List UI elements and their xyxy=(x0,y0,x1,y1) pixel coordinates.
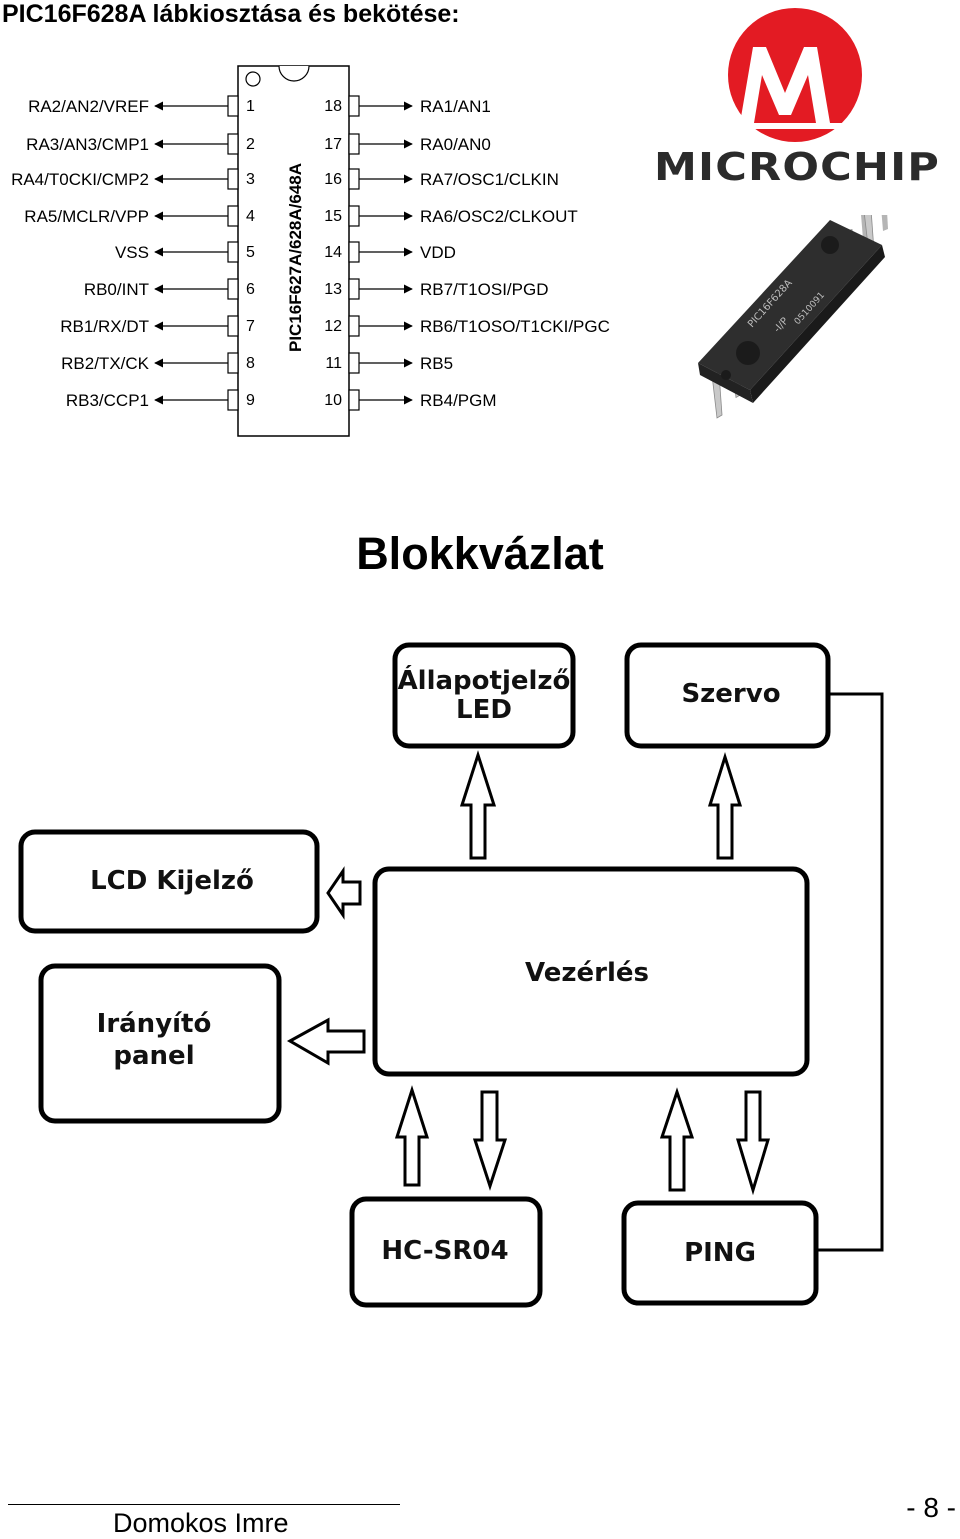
left-pin-number: 2 xyxy=(246,136,255,153)
servo-label: Szervo xyxy=(681,679,780,709)
chip-leg-back xyxy=(881,215,888,231)
control-label: Vezérlés xyxy=(525,958,649,988)
arrow-up-ping-left xyxy=(659,1087,695,1192)
block-diagram: Állapotjelző LED Szervo LCD Kijelző Vezé… xyxy=(18,642,884,1308)
left-pin: RB3/CCP1 9 xyxy=(66,389,255,411)
left-pin-label: RA4/T0CKI/CMP2 xyxy=(11,170,149,189)
left-pin-number: 3 xyxy=(246,171,255,188)
right-pin: RA7/OSC1/CLKIN 16 xyxy=(324,168,559,190)
right-pin-label: RA1/AN1 xyxy=(420,97,491,116)
microchip-logo: MICROCHIP xyxy=(654,8,940,189)
right-pin-number: 10 xyxy=(324,392,342,409)
left-pin-number: 6 xyxy=(246,281,255,298)
ping-label: PING xyxy=(684,1238,756,1268)
right-pin-label: VDD xyxy=(420,243,456,262)
left-pin: RA4/T0CKI/CMP2 3 xyxy=(11,168,255,190)
right-pin-label: RA6/OSC2/CLKOUT xyxy=(420,207,578,226)
logo-wordmark: MICROCHIP xyxy=(654,145,940,189)
right-pin-number: 12 xyxy=(324,318,342,335)
chip-label: PIC16F627A/628A/648A xyxy=(286,163,305,352)
left-pin: RA3/AN3/CMP1 2 xyxy=(26,133,255,155)
arrow-up-hcsr04-left xyxy=(394,1085,430,1187)
left-pin-number: 7 xyxy=(246,318,255,335)
status-led-box xyxy=(392,642,576,749)
page-number: - 8 - xyxy=(906,1492,956,1523)
left-pin: RA2/AN2/VREF 1 xyxy=(28,95,255,117)
status-led-label-1: Állapotjelző xyxy=(398,664,571,696)
right-pin-label: RB7/T1OSI/PGD xyxy=(420,280,548,299)
arrow-left-lcd xyxy=(326,866,362,920)
right-pin-number: 11 xyxy=(325,355,342,372)
footer-rule xyxy=(8,1504,400,1505)
right-pin-label: RB5 xyxy=(420,354,453,373)
logo-m-mark xyxy=(740,47,830,123)
footer-author: Domokos Imre xyxy=(113,1508,289,1538)
hcsr04-label: HC-SR04 xyxy=(381,1236,508,1266)
arrow-up-servo xyxy=(707,751,743,860)
panel-label-2: panel xyxy=(113,1041,194,1071)
right-pin-number: 17 xyxy=(324,136,342,153)
lcd-box xyxy=(18,829,320,934)
page-heading: PIC16F628A lábkiosztása és bekötése: xyxy=(2,0,460,28)
chip-notch xyxy=(278,65,310,82)
ping-box xyxy=(621,1200,819,1306)
chip-photo-body xyxy=(698,220,882,390)
arrow-down-ping-right xyxy=(735,1090,771,1196)
chip-body xyxy=(237,65,350,437)
right-pin-label: RB6/T1OSO/T1CKI/PGC xyxy=(420,317,610,336)
left-pin-label: RA2/AN2/VREF xyxy=(28,97,149,116)
left-pin: RB2/TX/CK 8 xyxy=(61,352,255,374)
left-pin-label: RA5/MCLR/VPP xyxy=(24,207,149,226)
servo-ping-wire xyxy=(816,692,884,1252)
right-pin: RB4/PGM 10 xyxy=(324,389,497,411)
panel-box xyxy=(38,963,282,1124)
right-pin: RA0/AN0 17 xyxy=(324,133,491,155)
right-pin-label: RB4/PGM xyxy=(420,391,497,410)
right-pin-number: 16 xyxy=(324,171,342,188)
right-pin-label: RA0/AN0 xyxy=(420,135,491,154)
left-pin-number: 4 xyxy=(246,208,255,225)
left-pin-number: 8 xyxy=(246,355,255,372)
left-pin: RB0/INT 6 xyxy=(84,278,255,300)
right-pin: RA1/AN1 18 xyxy=(324,95,491,117)
left-pin: VSS 5 xyxy=(115,241,255,263)
left-pin-label: RA3/AN3/CMP1 xyxy=(26,135,149,154)
right-pin-number: 18 xyxy=(324,98,342,115)
right-pin: RB5 11 xyxy=(325,352,453,374)
chip-photo: PIC16F628A -I/P 0510091 xyxy=(698,215,888,419)
left-pin: RB1/RX/DT 7 xyxy=(60,315,255,337)
right-pin: RB6/T1OSO/T1CKI/PGC 12 xyxy=(324,315,610,337)
left-pin: RA5/MCLR/VPP 4 xyxy=(24,205,255,227)
lcd-label: LCD Kijelző xyxy=(90,866,254,896)
block-diagram-title: Blokkvázlat xyxy=(356,528,604,579)
left-pin-number: 9 xyxy=(246,392,255,409)
pinout-diagram: PIC16F627A/628A/648A RA2/AN2/VREF 1RA3/AN… xyxy=(11,65,610,437)
right-pin-number: 14 xyxy=(324,244,342,261)
control-box xyxy=(372,866,810,1077)
right-pin: RA6/OSC2/CLKOUT 15 xyxy=(324,205,578,227)
right-pin-number: 15 xyxy=(324,208,342,225)
arrow-up-led xyxy=(459,750,497,860)
right-pin: VDD 14 xyxy=(324,241,456,263)
left-pin-label: RB2/TX/CK xyxy=(61,354,150,373)
left-pin-number: 5 xyxy=(246,244,255,261)
left-pin-label: VSS xyxy=(115,243,149,262)
pin1-dot xyxy=(245,71,261,87)
left-pin-number: 1 xyxy=(246,98,255,115)
arrow-down-hcsr04-right xyxy=(472,1090,508,1191)
right-pin-label: RA7/OSC1/CLKIN xyxy=(420,170,559,189)
status-led-label-2: LED xyxy=(456,695,512,725)
hcsr04-box xyxy=(349,1196,543,1308)
panel-label-1: Irányító xyxy=(97,1009,212,1039)
right-pin-number: 13 xyxy=(324,281,342,298)
left-pin-label: RB1/RX/DT xyxy=(60,317,149,336)
left-pin-label: RB3/CCP1 xyxy=(66,391,149,410)
arrow-left-panel xyxy=(286,1017,366,1066)
left-pin-label: RB0/INT xyxy=(84,280,149,299)
right-pin: RB7/T1OSI/PGD 13 xyxy=(324,278,548,300)
